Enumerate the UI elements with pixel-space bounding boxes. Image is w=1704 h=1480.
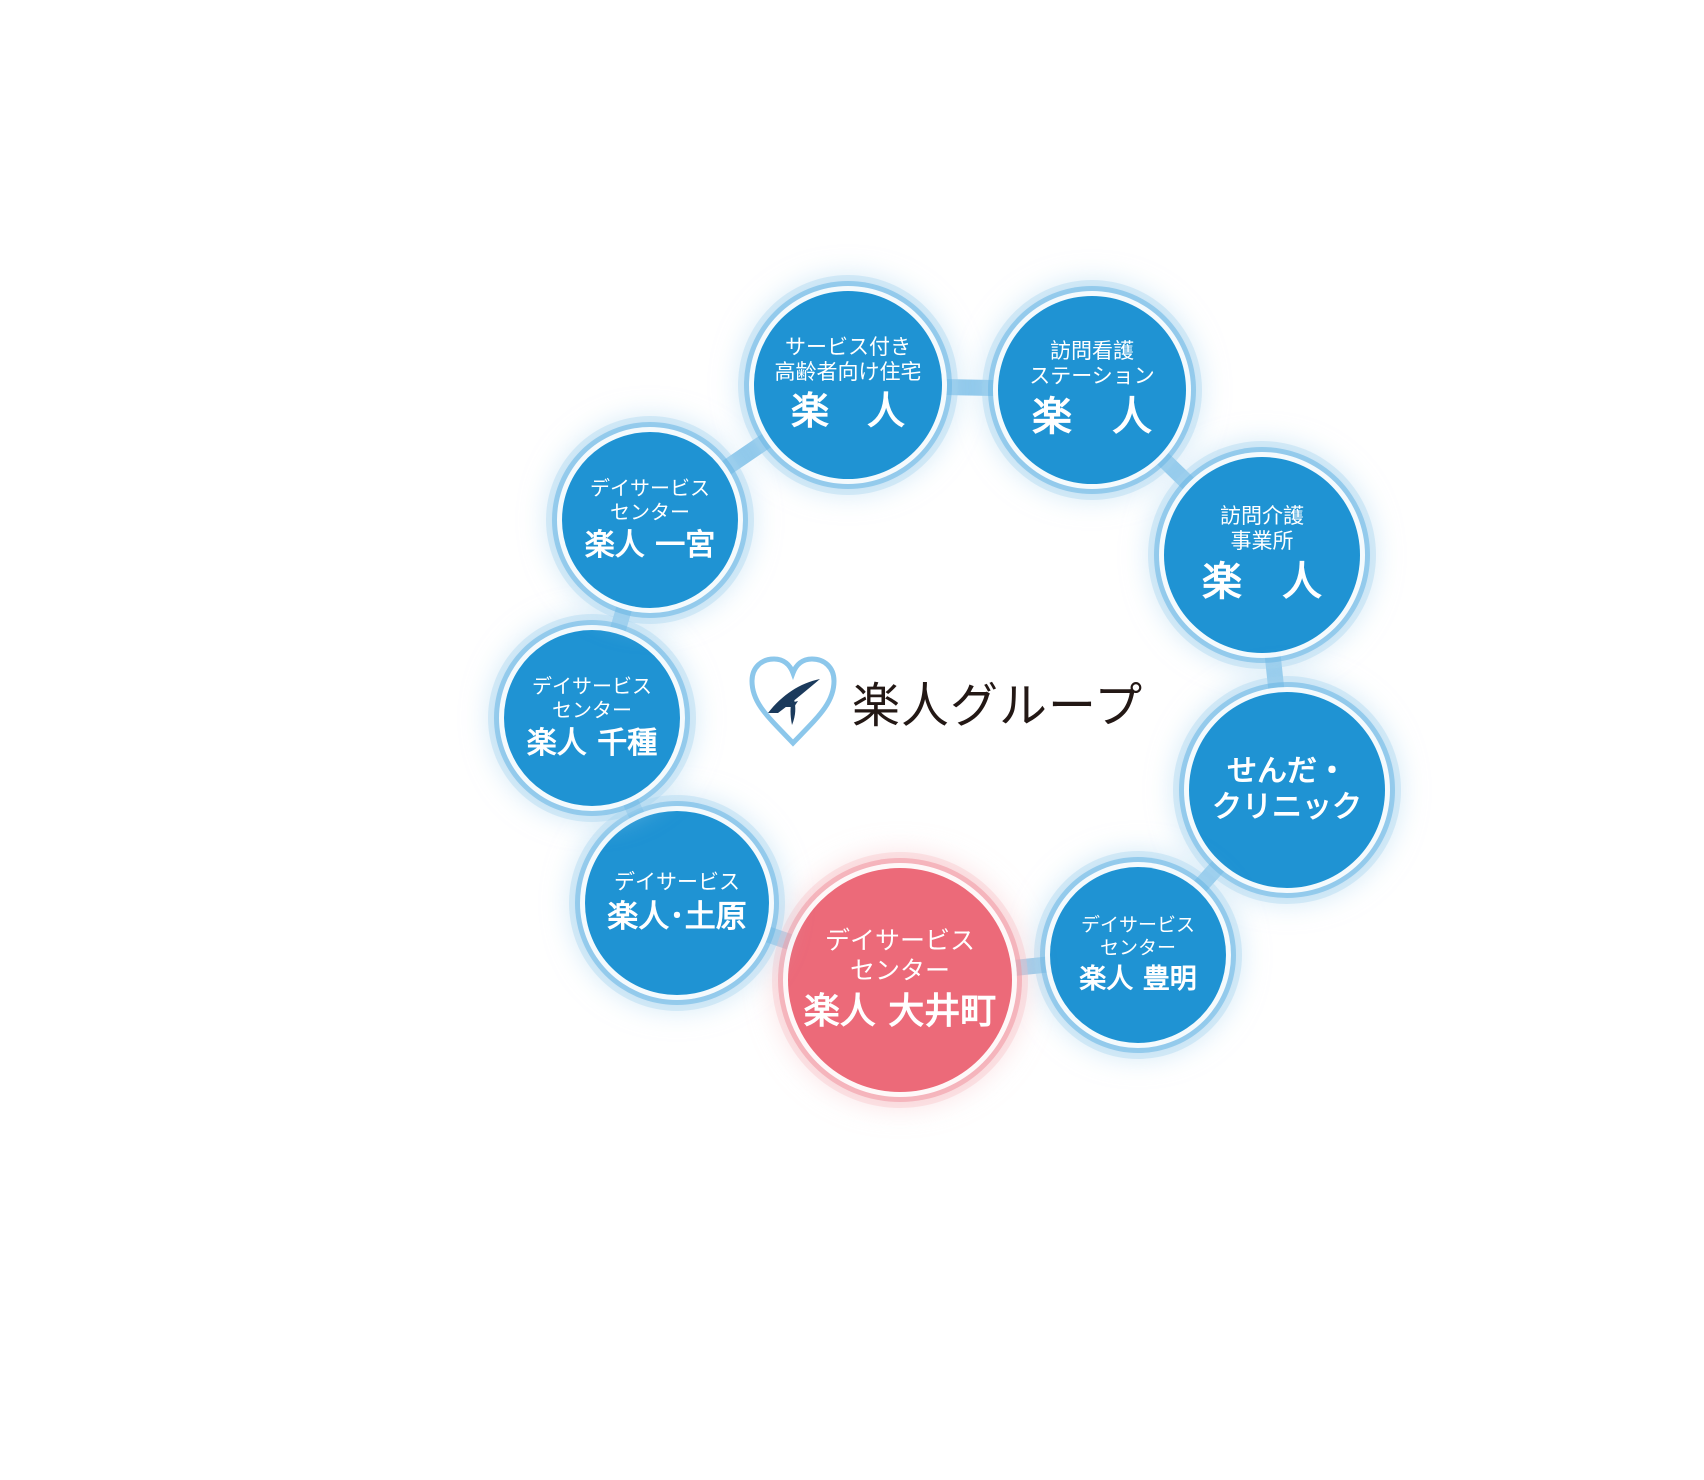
node-subtitle-line2: センター xyxy=(1099,936,1176,959)
node-senda-clinic[interactable]: せんだ・ クリニック xyxy=(1189,692,1385,888)
node-name: 楽人 大井町 xyxy=(803,991,997,1033)
node-ichinomiya[interactable]: デイサービスセンター楽人 一宮 xyxy=(562,432,738,608)
node-subtitle-line1: デイサービス xyxy=(1080,914,1195,936)
node-subtitle-line1: デイサービス xyxy=(824,926,975,956)
node-name: 楽 人 xyxy=(790,389,905,434)
node-toyoake[interactable]: デイサービスセンター楽人 豊明 xyxy=(1050,867,1226,1043)
node-oimachi[interactable]: デイサービスセンター楽人 大井町 xyxy=(788,868,1012,1092)
heart-bird-icon xyxy=(749,656,837,747)
node-subtitle-line2: 事業所 xyxy=(1230,529,1294,553)
node-subtitle-line2: 高齢者向け住宅 xyxy=(774,360,922,385)
node-subtitle-line1: 訪問看護 xyxy=(1050,338,1134,363)
node-home-care[interactable]: 訪問介護事業所楽 人 xyxy=(1164,457,1360,653)
node-tsuchihara[interactable]: デイサービス楽人･土原 xyxy=(585,811,769,995)
node-name: 楽人 豊明 xyxy=(1079,963,1197,995)
node-subtitle-line1: デイサービス xyxy=(532,674,652,698)
node-service-housing[interactable]: サービス付き高齢者向け住宅楽 人 xyxy=(754,291,942,479)
node-subtitle-line2: ステーション xyxy=(1029,364,1155,388)
group-logo: 楽人グループ xyxy=(748,655,1143,747)
node-subtitle-line2: センター xyxy=(552,698,632,722)
node-name: 楽人･土原 xyxy=(607,899,747,935)
node-subtitle-line1: デイサービス xyxy=(614,869,740,894)
node-name: 楽 人 xyxy=(1202,559,1322,606)
node-name: 楽人 一宮 xyxy=(584,528,716,563)
node-chikusa[interactable]: デイサービスセンター楽人 千種 xyxy=(504,630,680,806)
node-name: せんだ・ クリニック xyxy=(1212,754,1362,825)
node-subtitle-line1: 訪問介護 xyxy=(1220,503,1304,528)
group-title: 楽人グループ xyxy=(852,678,1144,734)
node-subtitle-line2: センター xyxy=(610,500,690,524)
node-name: 楽 人 xyxy=(1032,394,1152,441)
node-visiting-nurse[interactable]: 訪問看護ステーション楽 人 xyxy=(998,296,1186,484)
node-subtitle-line1: サービス付き xyxy=(785,335,911,360)
node-subtitle-line1: デイサービス xyxy=(590,476,710,500)
node-name: 楽人 千種 xyxy=(526,726,658,761)
node-subtitle-line2: センター xyxy=(849,956,950,986)
